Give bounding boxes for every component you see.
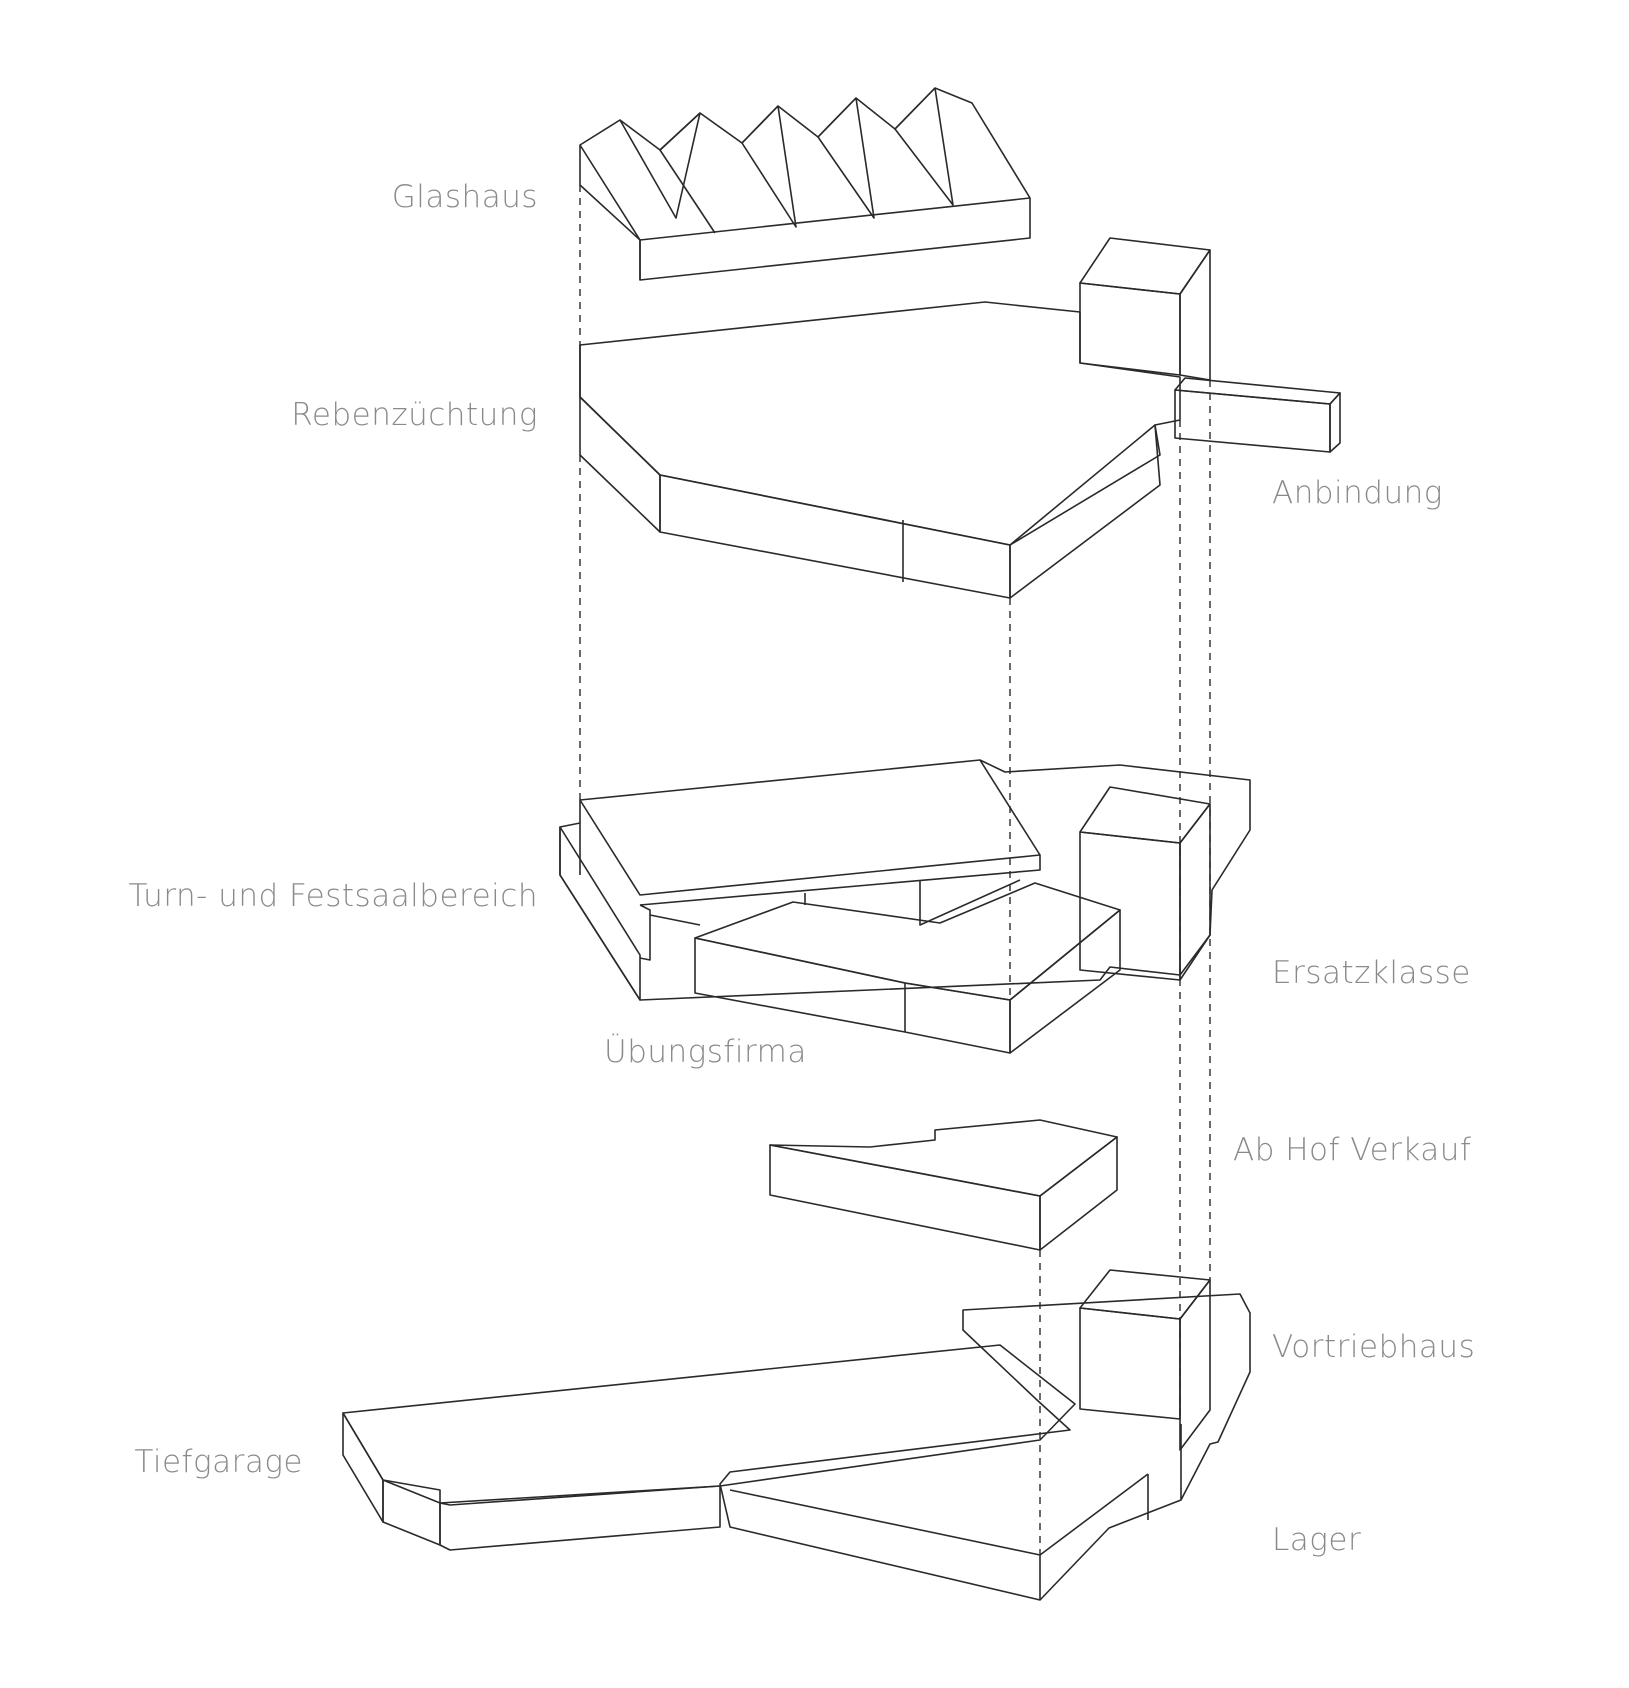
label-turn-festsaal: Turn- und Festsaalbereich bbox=[128, 878, 538, 914]
anbindung-block bbox=[1079, 237, 1341, 453]
label-ab-hof-verkauf: Ab Hof Verkauf bbox=[1233, 1132, 1471, 1168]
label-rebenzuechtung: Rebenzüchtung bbox=[291, 397, 538, 433]
projection-lines bbox=[579, 185, 1211, 1555]
lager-volume bbox=[719, 1293, 1251, 1601]
label-uebungsfirma: Übungsfirma bbox=[604, 1034, 807, 1070]
rebenzuechtung-volume bbox=[579, 301, 1181, 599]
ab-hof-verkauf-volume bbox=[769, 1119, 1118, 1251]
tiefgarage-volume bbox=[342, 1344, 1076, 1551]
label-anbindung: Anbindung bbox=[1272, 475, 1443, 511]
label-vortriebhaus: Vortriebhaus bbox=[1272, 1329, 1475, 1365]
turn-festsaal-volume bbox=[559, 759, 1251, 1001]
label-glashaus: Glashaus bbox=[392, 179, 538, 215]
label-ersatzklasse: Ersatzklasse bbox=[1272, 955, 1471, 991]
ersatzklasse-block bbox=[1079, 786, 1211, 981]
label-lager: Lager bbox=[1272, 1522, 1361, 1558]
label-tiefgarage: Tiefgarage bbox=[134, 1444, 303, 1480]
glashaus-volume bbox=[579, 87, 1031, 281]
uebungsfirma-volume bbox=[694, 882, 1121, 1054]
